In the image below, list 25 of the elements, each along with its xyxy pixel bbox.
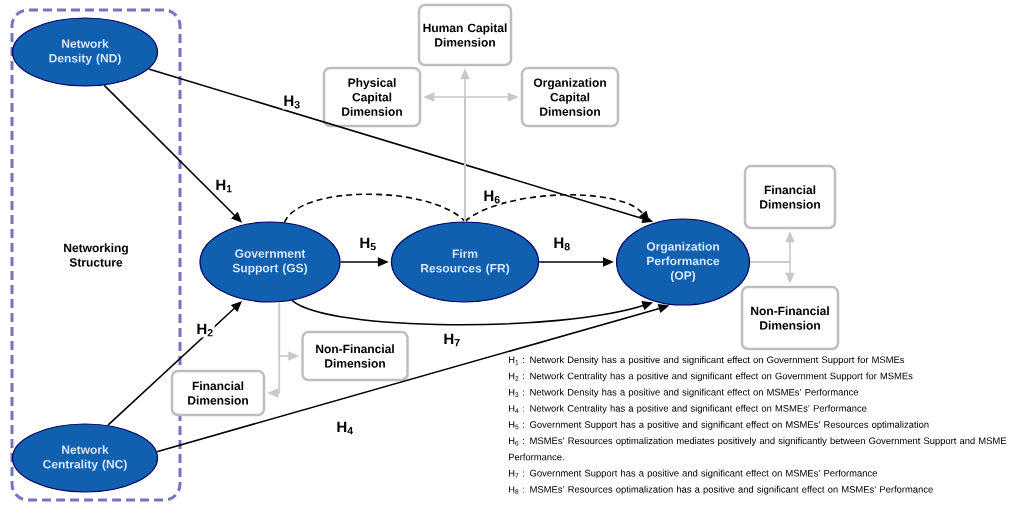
hypothesis-text: H$_{4}$ : Network Centrality has a positive and significant effect on MSMEs’ Performance: [508, 404, 867, 414]
dimension-box: Non-Financial Dimension: [301, 330, 409, 382]
hypothesis-text: H$_{2}$ : Network Centrality has a positive and significant effect on Government Support for MSMEs: [508, 372, 913, 382]
edge-label: H$_{5}$: [358, 236, 378, 252]
dimension-box: Organization Capital Dimension: [520, 66, 620, 128]
dimension-box: Financial Dimension: [743, 164, 837, 230]
edge-label: H$_{2}$: [195, 322, 215, 338]
hypothesis-text: H$_{8}$ : MSMEs’ Resources optimalization has a positive and significant effect on MSMEs’ Performance: [508, 485, 933, 495]
dimension-box: Physical Capital Dimension: [322, 66, 422, 128]
edge-label: H$_{4}$: [335, 420, 355, 436]
edge-label: H$_{1}$: [214, 178, 234, 194]
edge-label: H$_{3}$: [282, 94, 302, 110]
edge-label: H$_{6}$: [482, 189, 502, 205]
dashed-curve: [283, 193, 466, 224]
hypothesis-text: H$_{3}$ : Network Density has a positive and significant effect on MSMEs’ Performance: [508, 388, 859, 398]
hypothesis-text: H$_{7}$ : Government Support has a positive and significant effect on MSMEs’ Performance: [508, 469, 877, 479]
edge-label: H$_{7}$: [442, 332, 462, 348]
hypothesis-text: H$_{6}$ : MSMEs’ Resources optimalization mediates positively and significantly between Government Support and MSME Performance.: [508, 437, 1007, 461]
dashed-arrow: [464, 194, 650, 223]
dimension-box: Non-Financial Dimension: [740, 285, 840, 351]
hypothesis-text: H$_{5}$ : Government Support has a positive and significant effect on MSMEs’ Resources optimalization: [508, 421, 929, 430]
dimension-box: Financial Dimension: [170, 369, 266, 417]
dimension-box: Human Capital Dimension: [417, 3, 513, 67]
edge-label: H$_{8}$: [552, 236, 572, 252]
hypothesis-text: H$_{1}$ : Network Density has a positive and significant effect on Government Support for MSMEs: [508, 356, 905, 365]
